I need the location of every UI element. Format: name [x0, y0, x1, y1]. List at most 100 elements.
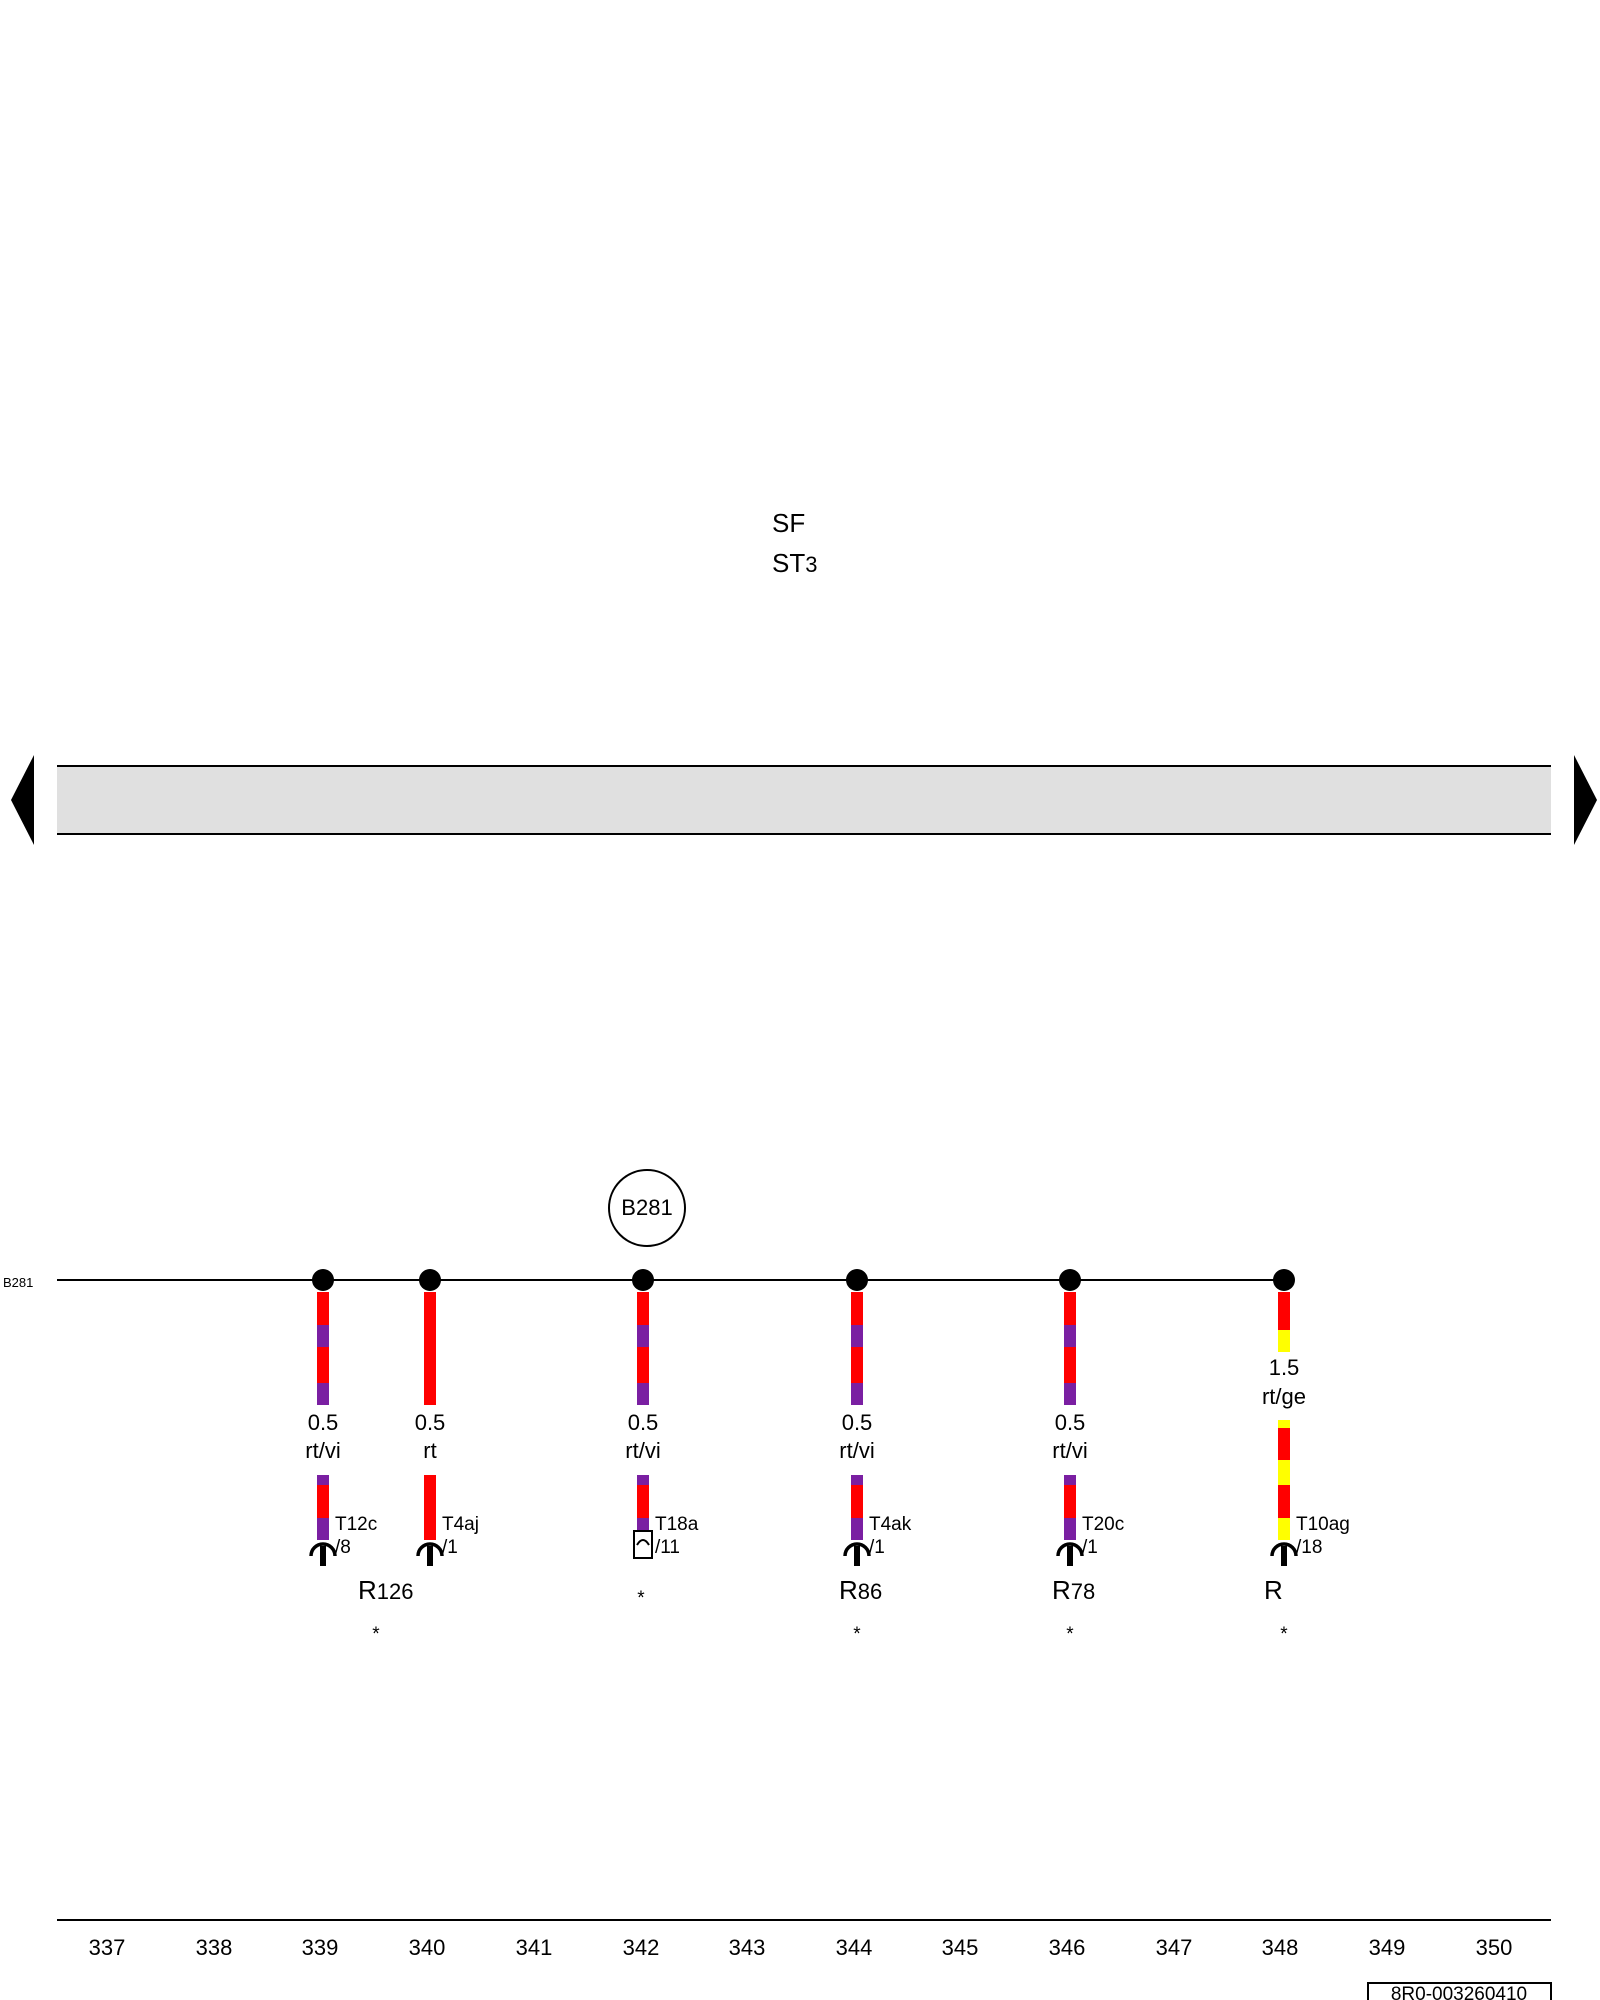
wire-stripe	[317, 1518, 329, 1540]
wire-gauge-label: 0.5	[415, 1410, 446, 1435]
wire-stripe	[1064, 1475, 1076, 1485]
connector-pin-icon	[427, 1546, 433, 1566]
wire-stripe	[317, 1383, 329, 1405]
column-number: 342	[623, 1935, 660, 1960]
asterisk-marker: *	[637, 1588, 645, 1609]
connector-label: T10ag	[1296, 1514, 1350, 1535]
connector-socket-icon	[843, 1542, 871, 1557]
connector-pin-label: /1	[442, 1537, 458, 1558]
connector-pin-label: /11	[655, 1537, 680, 1558]
wire-color-label: rt/vi	[839, 1438, 874, 1463]
wire-stripe	[317, 1475, 329, 1485]
wire-stripe	[1064, 1325, 1076, 1347]
asterisk-marker: *	[853, 1624, 861, 1645]
wire-stripe	[1278, 1330, 1290, 1352]
connector-box-arc	[636, 1539, 650, 1546]
wire-upper-segment	[851, 1292, 863, 1405]
bus-node-label: B281	[621, 1195, 672, 1220]
wire-upper-segment	[1064, 1292, 1076, 1405]
connector-pin-icon	[854, 1546, 860, 1566]
bus-node-circle	[608, 1169, 686, 1247]
scroll-left-arrow-icon[interactable]	[11, 755, 34, 845]
junction-dot	[846, 1269, 868, 1291]
connector-label: T4ak	[869, 1514, 912, 1535]
connector-socket-icon	[1056, 1542, 1084, 1557]
column-number: 339	[302, 1935, 339, 1960]
connector-socket-icon	[416, 1542, 444, 1557]
bus-label: B281	[3, 1275, 33, 1290]
wire-stripe	[851, 1518, 863, 1540]
column-number: 340	[409, 1935, 446, 1960]
column-number: 341	[516, 1935, 553, 1960]
column-number: 338	[196, 1935, 233, 1960]
wire-gauge-label: 0.5	[842, 1410, 873, 1435]
column-number: 350	[1476, 1935, 1513, 1960]
junction-dot	[632, 1269, 654, 1291]
wire-color-label: rt/vi	[1052, 1438, 1087, 1463]
connector-pin-icon	[1281, 1546, 1287, 1566]
footer-id: 8R0-003260410	[1391, 1984, 1527, 2000]
wire-stripe	[637, 1325, 649, 1347]
wire-stripe	[1064, 1383, 1076, 1405]
wire-stripe	[851, 1325, 863, 1347]
wire-color-label: rt/vi	[305, 1438, 340, 1463]
connector-label: T18a	[655, 1514, 699, 1535]
connector-box-icon	[633, 1530, 653, 1559]
wire-lower-segment	[424, 1475, 436, 1540]
component-ref-label: R78	[1052, 1575, 1095, 1605]
wire-gauge-label: 1.5	[1269, 1355, 1300, 1380]
connector-label: T20c	[1082, 1514, 1124, 1535]
connector-pin-label: /1	[1082, 1537, 1098, 1558]
wire-stripe	[317, 1325, 329, 1347]
wire-stripe	[1278, 1518, 1290, 1540]
junction-dot	[1273, 1269, 1295, 1291]
junction-dot	[419, 1269, 441, 1291]
column-number: 345	[942, 1935, 979, 1960]
column-number: 346	[1049, 1935, 1086, 1960]
wire-color-label: rt/ge	[1262, 1384, 1306, 1409]
column-number: 343	[729, 1935, 766, 1960]
wire-color-label: rt/vi	[625, 1438, 660, 1463]
wire-stripe	[1064, 1518, 1076, 1540]
wire-gauge-label: 0.5	[628, 1410, 659, 1435]
junction-dot	[1059, 1269, 1081, 1291]
connector-label: T12c	[335, 1514, 377, 1535]
header-sf-label: SF	[772, 508, 805, 538]
wire-stripe	[1278, 1460, 1290, 1485]
column-number: 344	[836, 1935, 873, 1960]
wire-stripe	[637, 1475, 649, 1485]
connector-pin-label: /8	[335, 1537, 351, 1558]
column-number: 347	[1156, 1935, 1193, 1960]
column-number-group: 337 338 339 340 341 342 343 344 345 346 347 348 349 3…	[89, 1935, 1513, 1960]
connector-socket-icon	[309, 1542, 337, 1557]
asterisk-marker: *	[1066, 1624, 1074, 1645]
wire-upper-segment	[317, 1292, 329, 1405]
wire-stripe	[851, 1475, 863, 1485]
connector-label: T4aj	[442, 1514, 479, 1535]
column-number: 349	[1369, 1935, 1406, 1960]
junction-dot	[312, 1269, 334, 1291]
connector-socket-icon	[1270, 1542, 1298, 1557]
asterisk-marker: *	[1280, 1624, 1288, 1645]
connector-pin-icon	[320, 1546, 326, 1566]
column-number: 337	[89, 1935, 126, 1960]
component-ref-label: R126	[358, 1575, 414, 1605]
connector-pin-label: /1	[869, 1537, 885, 1558]
asterisk-marker: *	[372, 1624, 380, 1645]
fuse-relay-band	[57, 766, 1551, 834]
scroll-right-arrow-icon[interactable]	[1574, 755, 1597, 845]
column-number: 348	[1262, 1935, 1299, 1960]
wire-upper-segment	[424, 1292, 436, 1405]
wire-color-label: rt	[423, 1438, 436, 1463]
wire-stripe	[851, 1383, 863, 1405]
wire-stripe	[637, 1383, 649, 1405]
component-ref-label: R86	[839, 1575, 882, 1605]
